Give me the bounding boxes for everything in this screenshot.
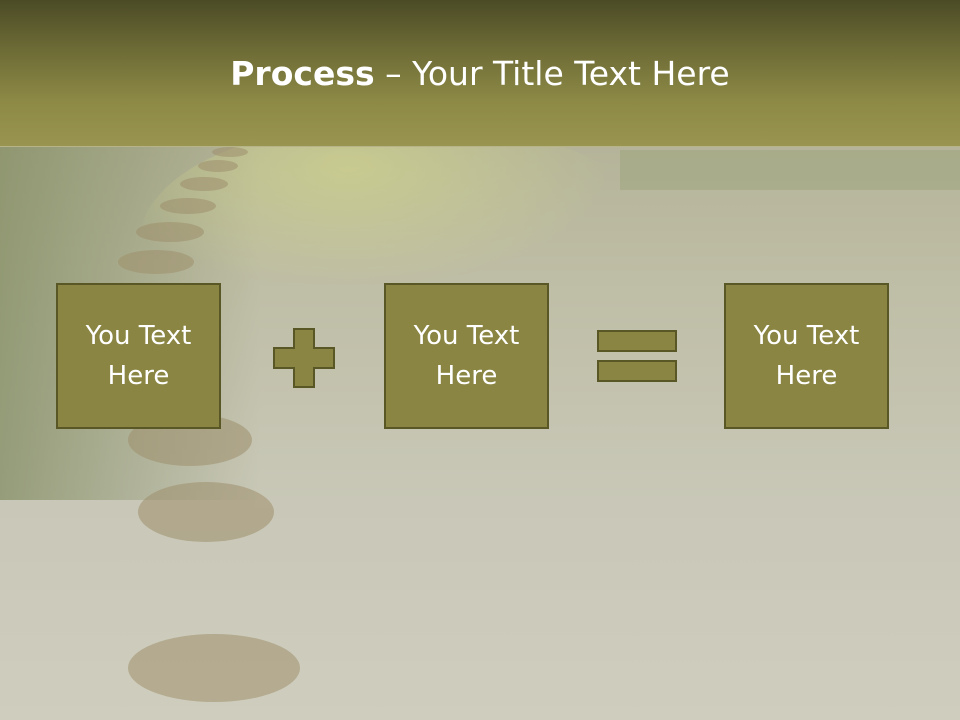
process-box-3[interactable]: You Text Here [724, 283, 889, 429]
stepping-stones [118, 147, 300, 702]
process-box-2-line1: You Text [413, 321, 520, 351]
title-bar: Process – Your Title Text Here [0, 0, 960, 147]
title-bold: Process [230, 54, 375, 93]
process-box-1[interactable]: You Text Here [56, 283, 221, 429]
process-box-3-line2: Here [775, 361, 838, 391]
process-box-1-line2: Here [107, 361, 170, 391]
process-box-2-line2: Here [435, 361, 498, 391]
slide-title: Process – Your Title Text Here [0, 50, 960, 98]
process-box-2[interactable]: You Text Here [384, 283, 549, 429]
equals-icon [597, 330, 677, 382]
process-box-3-line1: You Text [753, 321, 860, 351]
plus-icon [273, 328, 335, 388]
title-rest: – Your Title Text Here [374, 54, 730, 93]
process-box-1-line1: You Text [85, 321, 192, 351]
